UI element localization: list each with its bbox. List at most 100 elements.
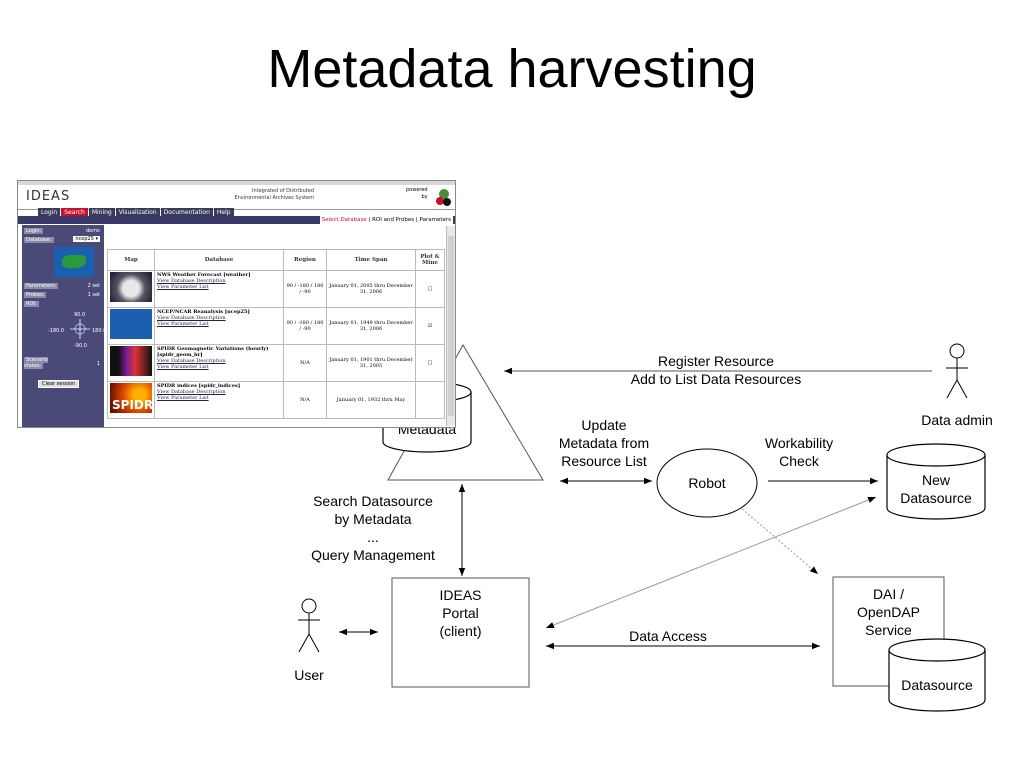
tab-parameters[interactable]: Parameters bbox=[419, 217, 451, 223]
probes-label: Probes: bbox=[24, 292, 47, 298]
data-admin-label: Data admin bbox=[921, 412, 993, 428]
user-figure bbox=[298, 598, 320, 653]
update-label: Update Metadata from Resource List bbox=[544, 416, 664, 470]
database-map-thumb bbox=[54, 247, 94, 277]
timespan-cell: January 01, 1932 thru May bbox=[326, 381, 416, 419]
register-text: Register Resource Add to List Data Resou… bbox=[630, 353, 802, 387]
menu-visualization[interactable]: Visualization bbox=[115, 208, 160, 217]
scenario-label: Scenario states: bbox=[24, 357, 48, 369]
ideas-sidebar: Login: demo Database: ncep25 ▾ Parameter… bbox=[22, 225, 107, 427]
menu-search[interactable]: Search bbox=[61, 208, 88, 217]
table-row: SPIDR SPIDR indices [spidr_indices] View… bbox=[107, 381, 445, 419]
db-description-link[interactable]: View Database Description bbox=[157, 358, 226, 364]
tab-roi-probes[interactable]: ROI and Probes bbox=[372, 217, 415, 223]
database-cell: SPIDR Geomagnetic Variations (hourly) [s… bbox=[154, 344, 284, 382]
ideas-nav-bar bbox=[18, 216, 455, 224]
roi-right: 180.0 bbox=[92, 328, 107, 334]
spidr-geom-thumb bbox=[110, 346, 152, 376]
datasource-label: Datasource bbox=[901, 677, 973, 693]
parameters-value: 2 set bbox=[87, 283, 100, 289]
timespan-cell: January 01, 1949 thru December 31, 2006 bbox=[326, 307, 416, 345]
new-datasource-cylinder bbox=[886, 443, 986, 520]
powered-line1: powered bbox=[406, 187, 428, 193]
col-plot-mine: Plot & Mine bbox=[415, 249, 445, 271]
roi-label: ROI: bbox=[24, 301, 39, 307]
screenshot-scrollbar[interactable] bbox=[446, 226, 455, 426]
probes-value: 1 set bbox=[87, 292, 100, 298]
db-parameter-link[interactable]: View Parameter List bbox=[157, 395, 209, 401]
menu-help[interactable]: Help bbox=[213, 208, 234, 217]
login-value: demo bbox=[85, 228, 100, 234]
region-cell: N/A bbox=[283, 344, 327, 382]
plot-checkbox[interactable]: □ bbox=[427, 360, 433, 366]
menu-login[interactable]: Login bbox=[38, 208, 61, 217]
region-cell: N/A bbox=[283, 381, 327, 419]
region-cell: 90 / -180 / 180 / -90 bbox=[283, 270, 327, 308]
powered-logo-icon bbox=[436, 189, 451, 206]
ncep-thumb bbox=[110, 309, 152, 339]
plot-checkbox[interactable]: □ bbox=[427, 286, 433, 292]
plot-checkbox[interactable]: ☑ bbox=[427, 323, 433, 329]
db-name: NWS Weather Forecast [weather] bbox=[157, 272, 251, 278]
database-select[interactable]: ncep25 ▾ bbox=[73, 236, 100, 242]
menu-documentation[interactable]: Documentation bbox=[160, 208, 213, 217]
plot-mine-cell bbox=[415, 381, 445, 419]
db-parameter-link[interactable]: View Parameter List bbox=[157, 321, 209, 327]
database-cell: NWS Weather Forecast [weather] View Data… bbox=[154, 270, 284, 308]
portal-text: IDEAS Portal (client) bbox=[439, 587, 482, 639]
menu-mining[interactable]: Mining bbox=[88, 208, 115, 217]
newds-portal-arrow bbox=[545, 496, 877, 629]
col-region: Region bbox=[283, 249, 327, 271]
scenario-value: 1 bbox=[96, 361, 100, 367]
robot-label: Robot bbox=[688, 475, 726, 491]
db-parameter-link[interactable]: View Parameter List bbox=[157, 364, 209, 370]
database-label: Database: bbox=[24, 237, 54, 243]
ideas-header: IDEAS Integrated of Distributed Environm… bbox=[18, 185, 455, 210]
powered-line2: by bbox=[421, 194, 428, 200]
map-cell bbox=[107, 344, 155, 382]
compass-icon bbox=[70, 319, 90, 339]
workability-label: Workability Check bbox=[744, 434, 854, 470]
db-description-link[interactable]: View Database Description bbox=[157, 278, 226, 284]
login-label: Login: bbox=[24, 228, 44, 234]
table-row: SPIDR Geomagnetic Variations (hourly) [s… bbox=[107, 344, 445, 382]
database-cell: SPIDR indices [spidr_indices] View Datab… bbox=[154, 381, 284, 419]
search-label: Search Datasource by Metadata ... Query … bbox=[300, 492, 446, 564]
ideas-screenshot: IDEAS Integrated of Distributed Environm… bbox=[17, 180, 456, 428]
db-name: SPIDR Geomagnetic Variations (hourly) [s… bbox=[157, 346, 269, 358]
col-database: Database bbox=[154, 249, 284, 271]
ideas-menu: Login Search Mining Visualization Docume… bbox=[38, 208, 234, 217]
register-label: Register Resource Add to List Data Resou… bbox=[606, 352, 826, 388]
data-admin-figure bbox=[946, 343, 968, 399]
dai-text: DAI / OpenDAP Service bbox=[856, 586, 921, 638]
robot-dai-arrow bbox=[741, 508, 819, 575]
map-cell: SPIDR bbox=[107, 381, 155, 419]
col-timespan: Time Span bbox=[326, 249, 416, 271]
db-description-link[interactable]: View Database Description bbox=[157, 315, 226, 321]
subtitle-line2: Environmental Archives System bbox=[234, 195, 314, 201]
search-text: Search Datasource by Metadata ... Query … bbox=[311, 493, 435, 563]
ideas-tabs: Select Database | ROI and Probes | Param… bbox=[319, 216, 453, 224]
tab-select-database[interactable]: Select Database bbox=[321, 217, 367, 223]
plot-mine-cell: □ bbox=[415, 344, 445, 382]
table-row: NCEP/NCAR Reanalysis [ncep25] View Datab… bbox=[107, 307, 445, 345]
powered-by: powered by bbox=[406, 187, 428, 201]
db-parameter-link[interactable]: View Parameter List bbox=[157, 284, 209, 290]
new-datasource-label: New Datasource bbox=[887, 471, 985, 507]
update-text: Update Metadata from Resource List bbox=[558, 417, 650, 469]
user-label: User bbox=[294, 667, 324, 683]
slide-title: Metadata harvesting bbox=[267, 39, 757, 99]
database-value: ncep25 bbox=[75, 236, 94, 242]
map-cell bbox=[107, 307, 155, 345]
portal-label: IDEAS Portal (client) bbox=[392, 586, 529, 640]
ideas-logo: IDEAS bbox=[26, 189, 71, 204]
clear-session-button[interactable]: Clear session bbox=[38, 380, 80, 388]
workability-text: Workability Check bbox=[764, 435, 834, 469]
ideas-subtitle: Integrated of Distributed Environmental … bbox=[204, 188, 314, 202]
plot-mine-cell: ☑ bbox=[415, 307, 445, 345]
table-row: NWS Weather Forecast [weather] View Data… bbox=[107, 270, 445, 308]
database-table: Map Database Region Time Span Plot & Min… bbox=[107, 249, 445, 419]
db-description-link[interactable]: View Database Description bbox=[157, 389, 226, 395]
db-name: SPIDR indices [spidr_indices] bbox=[157, 383, 241, 389]
timespan-cell: January 01, 1901 thru December 31, 2005 bbox=[326, 344, 416, 382]
